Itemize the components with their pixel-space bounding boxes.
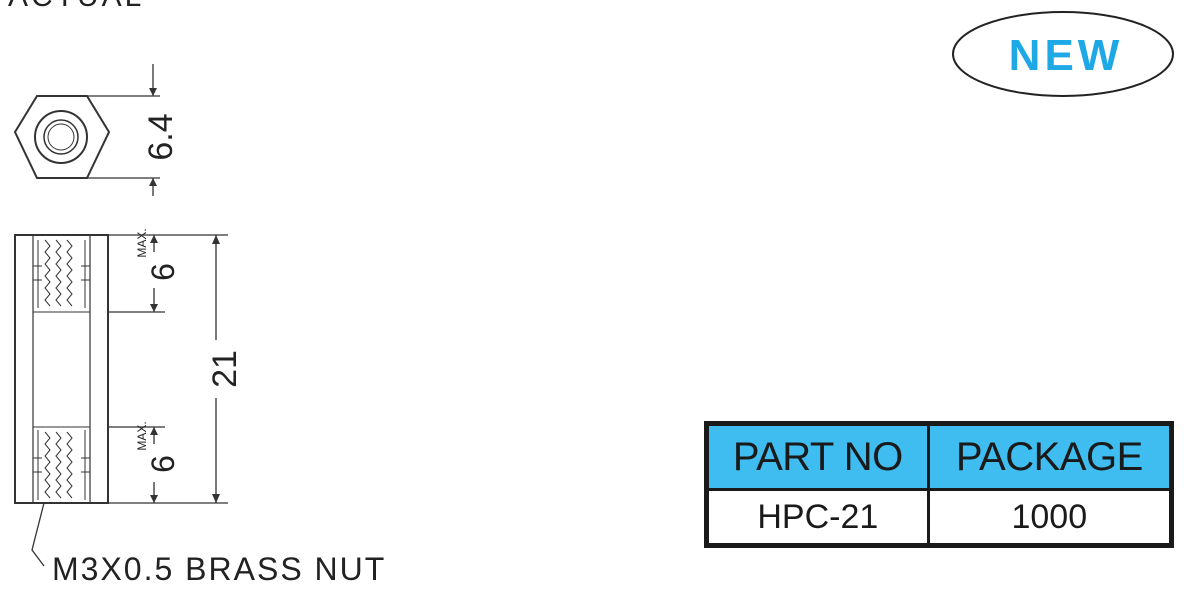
bottom-thread-depth-value: 6 xyxy=(145,455,181,473)
table-header-row: PART NO PACKAGE xyxy=(705,422,1174,491)
part-no-header: PART NO xyxy=(705,422,930,491)
package-header: PACKAGE xyxy=(926,422,1174,491)
standoff-side-view xyxy=(14,234,109,504)
top-thread-depth-value: 6 xyxy=(145,263,181,281)
package-cell: 1000 xyxy=(926,488,1174,547)
bottom-thread-dimension xyxy=(108,426,165,504)
new-badge-text: NEW xyxy=(1009,31,1124,80)
part-no-cell: HPC-21 xyxy=(705,488,930,547)
cropped-header-label: ACTUAL xyxy=(8,0,144,13)
bottom-thread xyxy=(33,430,90,500)
top-max-label: MAX. xyxy=(135,228,149,257)
hex-width-dimension xyxy=(87,64,160,196)
part-table: PART NO PACKAGE HPC-21 1000 xyxy=(704,421,1174,548)
bottom-max-label: MAX. xyxy=(135,421,149,450)
hex-top-view xyxy=(13,95,111,179)
length-value: 21 xyxy=(206,350,244,388)
length-dimension xyxy=(165,234,228,504)
thread-callout-label: M3X0.5 BRASS NUT xyxy=(52,551,386,587)
new-badge: NEW xyxy=(952,11,1174,97)
table-row: HPC-21 1000 xyxy=(705,488,1174,547)
top-thread xyxy=(33,239,90,308)
hex-width-value: 6.4 xyxy=(142,113,180,160)
thread-leader-line xyxy=(31,502,45,567)
top-thread-dimension xyxy=(108,234,165,313)
